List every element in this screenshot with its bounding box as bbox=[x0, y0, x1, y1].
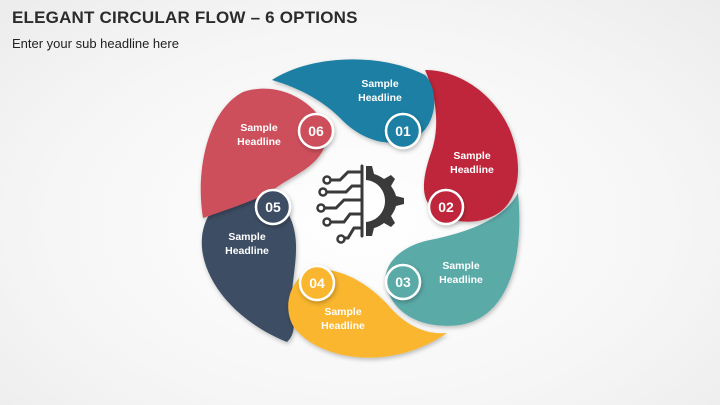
option-05-petal bbox=[201, 190, 297, 342]
ai-circuit-gear-icon bbox=[316, 164, 404, 244]
option-03-petal bbox=[385, 193, 520, 326]
option-04-label-line2: Headline bbox=[321, 320, 365, 332]
option-03-number: 03 bbox=[395, 274, 411, 290]
option-06-label-line2: Headline bbox=[237, 136, 281, 148]
option-06-number: 06 bbox=[308, 123, 324, 139]
option-04-number: 04 bbox=[309, 275, 325, 291]
option-05-number: 05 bbox=[265, 199, 281, 215]
option-03-label-line1: Sample bbox=[442, 260, 480, 272]
option-03-label-line2: Headline bbox=[439, 274, 483, 286]
option-04-label-line1: Sample bbox=[324, 306, 362, 318]
option-03-badge: 03 bbox=[384, 263, 422, 301]
option-05-label-line1: Sample bbox=[228, 231, 266, 243]
option-06-badge: 06 bbox=[297, 112, 335, 150]
option-02-label-line2: Headline bbox=[450, 164, 494, 176]
page-title: ELEGANT CIRCULAR FLOW – 6 OPTIONS bbox=[12, 8, 358, 27]
option-01-label-line2: Headline bbox=[358, 92, 402, 104]
option-06-label-line1: Sample bbox=[240, 122, 278, 134]
option-06-petal bbox=[200, 88, 327, 218]
option-02-label-line1: Sample bbox=[453, 150, 491, 162]
option-01-number: 01 bbox=[395, 123, 411, 139]
option-02-badge: 02 bbox=[427, 188, 465, 226]
option-04-badge: 04 bbox=[298, 264, 336, 302]
page-subtitle: Enter your sub headline here bbox=[12, 36, 179, 51]
option-05-label-line2: Headline bbox=[225, 245, 269, 257]
option-01-badge: 01 bbox=[384, 112, 422, 150]
option-02-petal bbox=[423, 70, 519, 222]
option-05-badge: 05 bbox=[254, 188, 292, 226]
option-02-number: 02 bbox=[438, 199, 454, 215]
option-01-label-line1: Sample bbox=[361, 78, 399, 90]
